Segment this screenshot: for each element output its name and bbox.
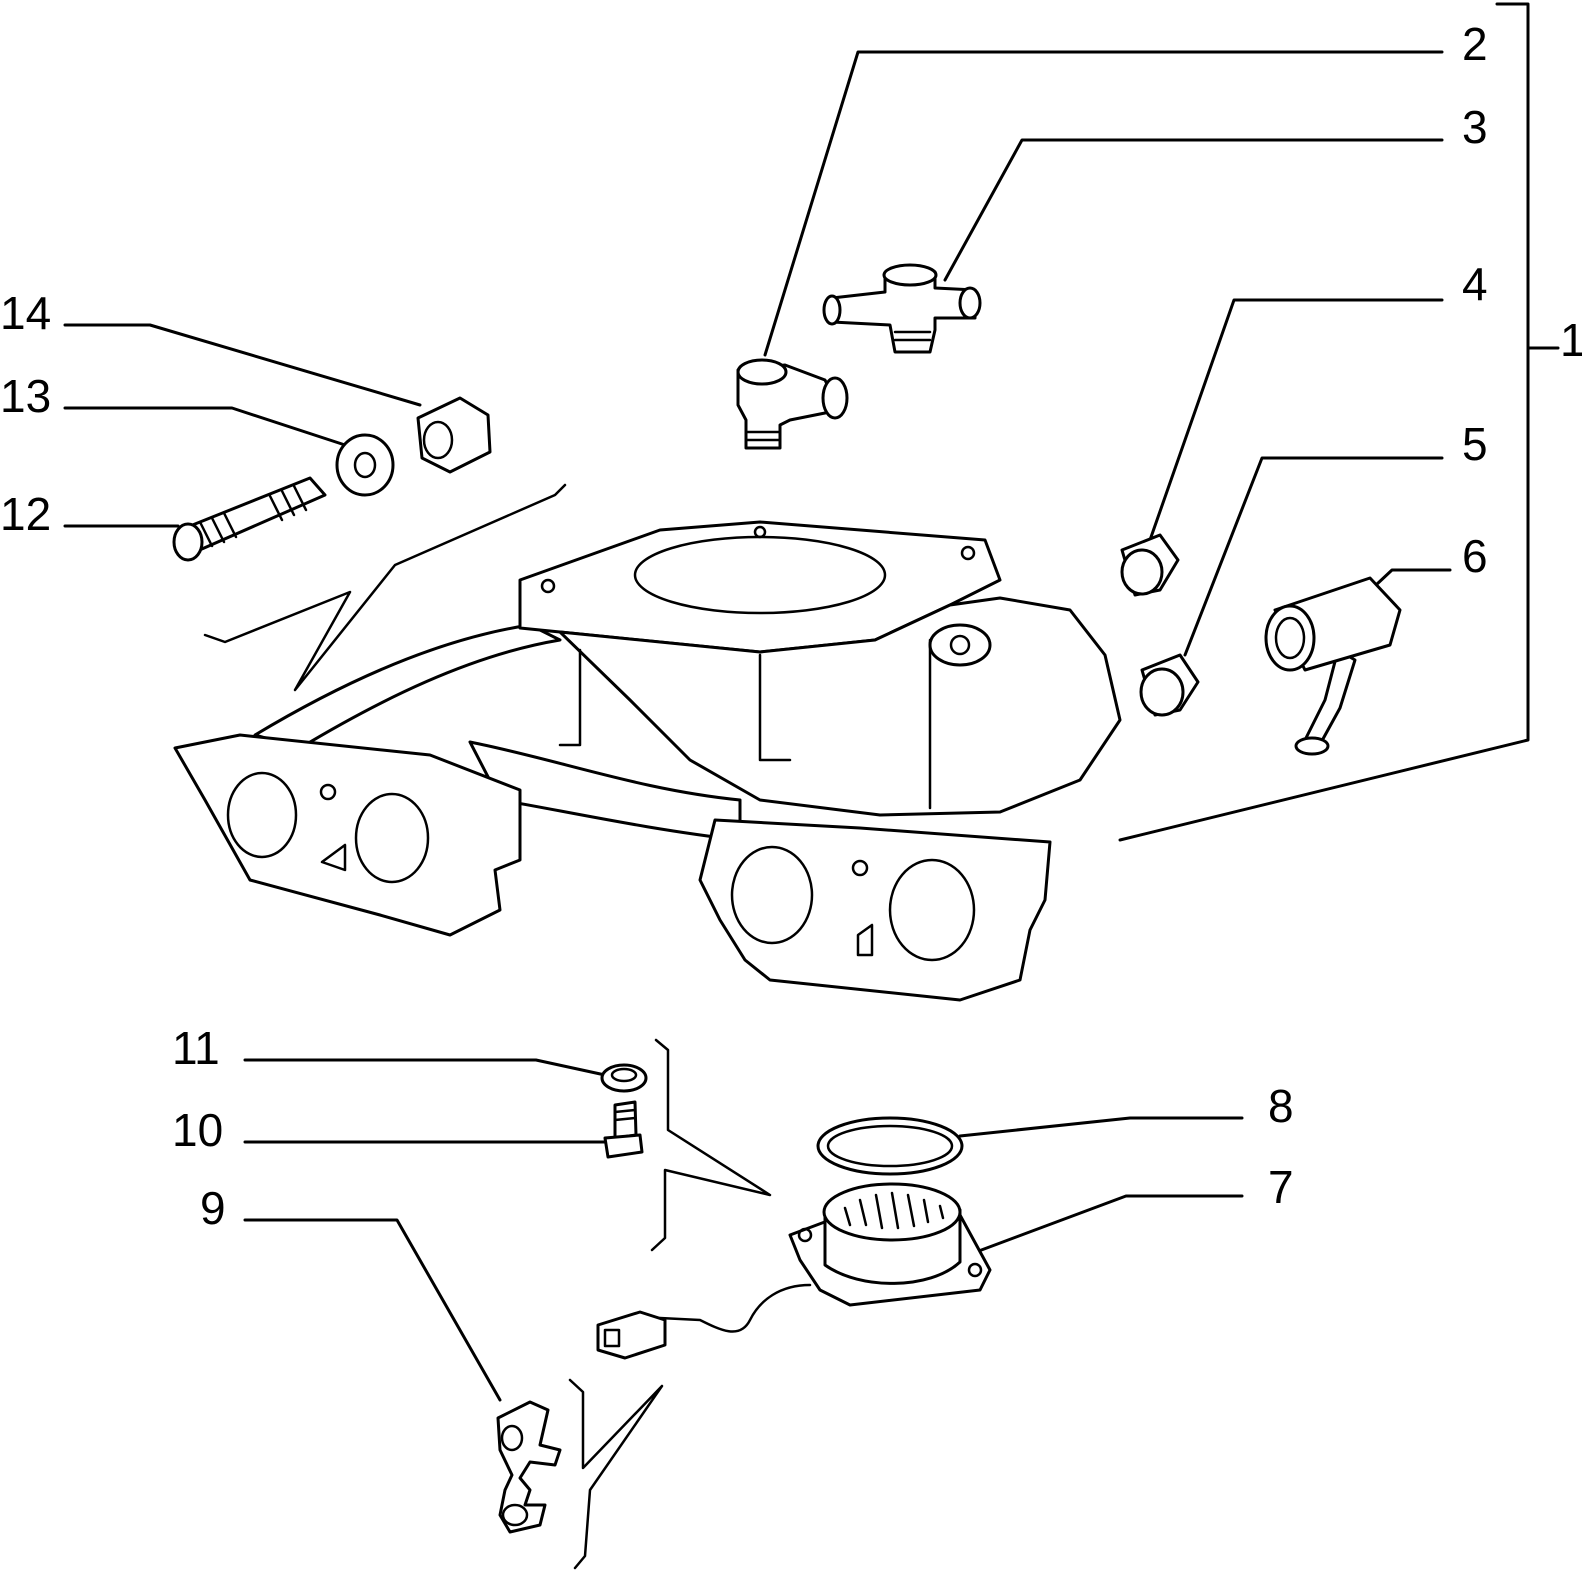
plug-4-face xyxy=(1120,548,1164,596)
leader-line-4 xyxy=(1148,298,1444,542)
elbow-fitting-top xyxy=(736,358,788,386)
part-9-clip xyxy=(496,1400,562,1534)
intake-manifold xyxy=(173,520,1122,1002)
sleeve-pipe-end xyxy=(1294,736,1330,756)
callout-12: 12 xyxy=(0,488,51,540)
callout-2: 2 xyxy=(1462,18,1488,70)
flange-hole-3 xyxy=(753,525,767,539)
bolt-thread-2 xyxy=(613,1116,637,1122)
nut-body xyxy=(416,396,492,474)
nut-bore xyxy=(422,420,454,460)
sensor-top xyxy=(822,1182,962,1242)
part-10-bolt xyxy=(603,1100,644,1159)
callout-3: 3 xyxy=(1462,101,1488,153)
o-ring-inner xyxy=(826,1124,954,1168)
elbow-fitting-body xyxy=(736,363,842,450)
part-14-nut xyxy=(416,396,492,474)
callout-5: 5 xyxy=(1462,418,1488,470)
clip-body xyxy=(496,1400,562,1534)
tee-fitting-left-nozzle xyxy=(822,294,842,326)
assembly-arrow-upper xyxy=(203,483,567,692)
callout-11: 11 xyxy=(172,1022,220,1074)
plenum-boss xyxy=(928,623,992,667)
sensor-mount-hole-2 xyxy=(967,1262,983,1278)
stud-hole-right-2 xyxy=(856,923,874,957)
washer-13-outer xyxy=(335,433,395,497)
sensor-mount-hole-1 xyxy=(797,1227,813,1243)
o-ring-outer xyxy=(816,1116,964,1176)
part-2-elbow-fitting xyxy=(736,358,849,450)
plenum-support xyxy=(558,648,582,747)
tee-fitting-right-nozzle xyxy=(958,286,982,320)
leader-line-5 xyxy=(1183,456,1444,657)
part-12-stud xyxy=(172,476,327,562)
manifold-flange-right xyxy=(698,818,1052,1002)
stud-hole-left-1 xyxy=(319,783,337,801)
plenum-rib xyxy=(758,653,792,762)
sensor-connector xyxy=(596,1310,667,1360)
clip-loop-bottom xyxy=(501,1503,529,1527)
port-left-2 xyxy=(354,792,430,884)
callout-labels: 1 2 3 4 5 6 7 8 9 10 11 12 13 14 xyxy=(0,18,1582,1234)
callout-1: 1 xyxy=(1560,314,1582,366)
sleeve-bore xyxy=(1274,616,1306,660)
callout-14: 14 xyxy=(0,287,51,339)
port-left-1 xyxy=(226,771,298,859)
part-13-washer xyxy=(335,433,395,497)
sensor-fins xyxy=(843,1191,945,1230)
leader-line-13 xyxy=(63,406,347,447)
leader-line-7 xyxy=(958,1194,1244,1260)
port-right-2 xyxy=(888,858,976,962)
leader-line-2 xyxy=(763,50,1444,357)
manifold-flange-left xyxy=(173,733,522,937)
part-4-plug xyxy=(1120,533,1180,597)
part-3-tee-fitting xyxy=(822,263,982,354)
callout-7: 7 xyxy=(1268,1161,1294,1213)
flange-hole-1 xyxy=(540,578,556,594)
part-6-sleeve-pipe xyxy=(1264,576,1402,756)
stud-end xyxy=(172,522,204,562)
part-5-plug xyxy=(1139,653,1200,717)
clip-loop-top xyxy=(500,1424,524,1452)
assembly-arrow-middle xyxy=(650,1038,772,1252)
leader-line-11 xyxy=(243,1058,607,1077)
bolt-thread-1 xyxy=(613,1108,637,1114)
leader-line-14 xyxy=(63,323,422,407)
callout-9: 9 xyxy=(200,1182,226,1234)
leader-lines xyxy=(63,2,1560,1402)
elbow-fitting-outlet xyxy=(821,376,849,420)
port-right-1 xyxy=(730,845,814,945)
leader-line-3 xyxy=(943,138,1444,282)
callout-4: 4 xyxy=(1462,258,1488,310)
sleeve-front xyxy=(1264,604,1316,672)
callout-6: 6 xyxy=(1462,530,1488,582)
washer-13-hole xyxy=(353,451,377,479)
stud-hole-right-1 xyxy=(851,859,869,877)
washer-11-hole xyxy=(610,1067,638,1083)
part-8-o-ring xyxy=(816,1116,964,1176)
callout-10: 10 xyxy=(172,1104,223,1156)
stud-hole-left-2 xyxy=(320,843,347,872)
callout-13: 13 xyxy=(0,370,51,422)
leader-line-9 xyxy=(243,1218,502,1402)
leader-line-8 xyxy=(958,1116,1244,1138)
part-7-sensor xyxy=(596,1182,992,1360)
leader-line-1-bracket xyxy=(1118,2,1530,842)
tee-fitting-top xyxy=(882,263,938,287)
part-11-washer xyxy=(600,1063,648,1093)
flange-hole-2 xyxy=(960,545,976,561)
stud-threads xyxy=(198,484,308,548)
manifold-runner-rear xyxy=(253,623,562,750)
plenum-boss-hole xyxy=(949,634,971,656)
assembly-arrow-lower xyxy=(568,1378,664,1570)
callout-8: 8 xyxy=(1268,1080,1294,1132)
sensor-connector-pin xyxy=(603,1328,621,1348)
assembly-arrows xyxy=(203,483,772,1570)
bolt-head xyxy=(603,1133,644,1159)
plug-5-face xyxy=(1139,667,1185,717)
sensor-wire xyxy=(658,1283,812,1333)
